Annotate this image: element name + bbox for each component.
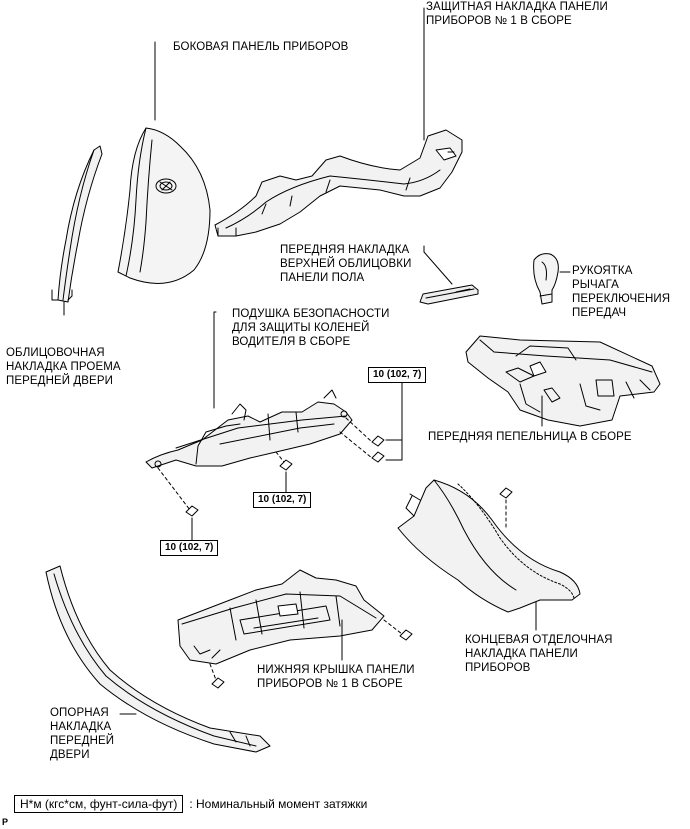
end-trim-part bbox=[397, 479, 581, 613]
door-scuff-part bbox=[45, 565, 271, 753]
door-opening-trim-part bbox=[51, 145, 103, 316]
label-door-scuff: ОПОРНАЯ НАКЛАДКА ПЕРЕДНЕЙ ДВЕРИ bbox=[50, 707, 115, 761]
lower-cover-bolt-lines bbox=[209, 619, 403, 681]
torque-spec-2: 10 (102, 7) bbox=[253, 492, 312, 508]
bolt-dashed-lines bbox=[157, 417, 373, 511]
label-protective-cover: ЗАЩИТНАЯ НАКЛАДКА ПАНЕЛИ ПРИБОРОВ № 1 В … bbox=[426, 1, 608, 27]
protective-cover-part bbox=[214, 129, 463, 237]
torque-spec-1: 10 (102, 7) bbox=[368, 367, 427, 383]
instrument-side-panel-part bbox=[117, 127, 211, 284]
label-end-trim: КОНЦЕВАЯ ОТДЕЛОЧНАЯ НАКЛАДКА ПАНЕЛИ ПРИБ… bbox=[465, 634, 613, 674]
label-front-floor-trim: ПЕРЕДНЯЯ НАКЛАДКА ВЕРХНЕЙ ОБЛИЦОВКИ ПАНЕ… bbox=[280, 244, 412, 284]
label-knee-airbag: ПОДУШКА БЕЗОПАСНОСТИ ДЛЯ ЗАЩИТЫ КОЛЕНЕЙ … bbox=[232, 308, 390, 348]
front-ashtray-part bbox=[465, 335, 661, 427]
knee-airbag-part bbox=[145, 389, 353, 469]
label-side-panel: БОКОВАЯ ПАНЕЛЬ ПРИБОРОВ bbox=[173, 41, 349, 53]
front-floor-trim-part bbox=[419, 284, 479, 305]
label-ashtray: ПЕРЕДНЯЯ ПЕПЕЛЬНИЦА В СБОРЕ bbox=[428, 431, 632, 443]
figure-code: P bbox=[2, 817, 9, 827]
shift-lever-knob-part bbox=[533, 253, 559, 305]
torque-legend: Н*м (кгс*см, фунт-сила-фут) : Номинальны… bbox=[14, 795, 367, 813]
label-door-opening-trim: ОБЛИЦОВОЧНАЯ НАКЛАДКА ПРОЕМА ПЕРЕДНЕЙ ДВ… bbox=[6, 347, 121, 387]
bolt-group-airbag bbox=[185, 435, 385, 517]
legend-unit-box: Н*м (кгс*см, фунт-сила-фут) bbox=[14, 795, 184, 813]
lower-cover-part bbox=[177, 569, 413, 689]
label-shift-knob: РУКОЯТКА РЫЧАГА ПЕРЕКЛЮЧЕНИЯ ПЕРЕДАЧ bbox=[572, 265, 671, 319]
torque-leader-1 bbox=[385, 379, 403, 461]
torque-spec-3: 10 (102, 7) bbox=[160, 540, 219, 556]
label-lower-cover: НИЖНЯЯ КРЫШКА ПАНЕЛИ ПРИБОРОВ № 1 В СБОР… bbox=[257, 664, 415, 690]
knee-airbag-leader bbox=[213, 311, 217, 409]
legend-text: : Номинальный момент затяжки bbox=[189, 797, 368, 811]
front-floor-trim-leader bbox=[423, 245, 453, 285]
